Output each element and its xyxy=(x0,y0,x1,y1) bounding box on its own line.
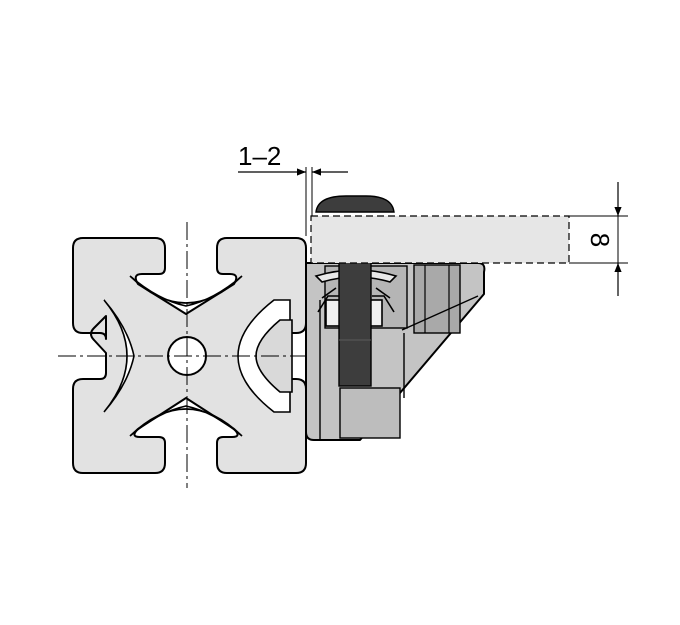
panel xyxy=(310,215,570,264)
panel-body xyxy=(310,215,570,264)
thickness-dimension: 8 xyxy=(569,182,628,296)
gap-dimension-label: 1–2 xyxy=(238,141,281,171)
aluminium-profile xyxy=(58,222,318,488)
bracket-rib xyxy=(319,295,479,440)
thickness-dimension-label: 8 xyxy=(585,233,615,247)
profile-pocket-bottom xyxy=(129,405,243,437)
bracket-boss xyxy=(413,264,461,334)
bracket-foot xyxy=(339,387,401,439)
gap-dimension: 1–2 xyxy=(238,141,348,236)
profile-pocket-top xyxy=(129,275,243,307)
spring-clip xyxy=(317,287,395,313)
screw-head xyxy=(315,195,395,213)
